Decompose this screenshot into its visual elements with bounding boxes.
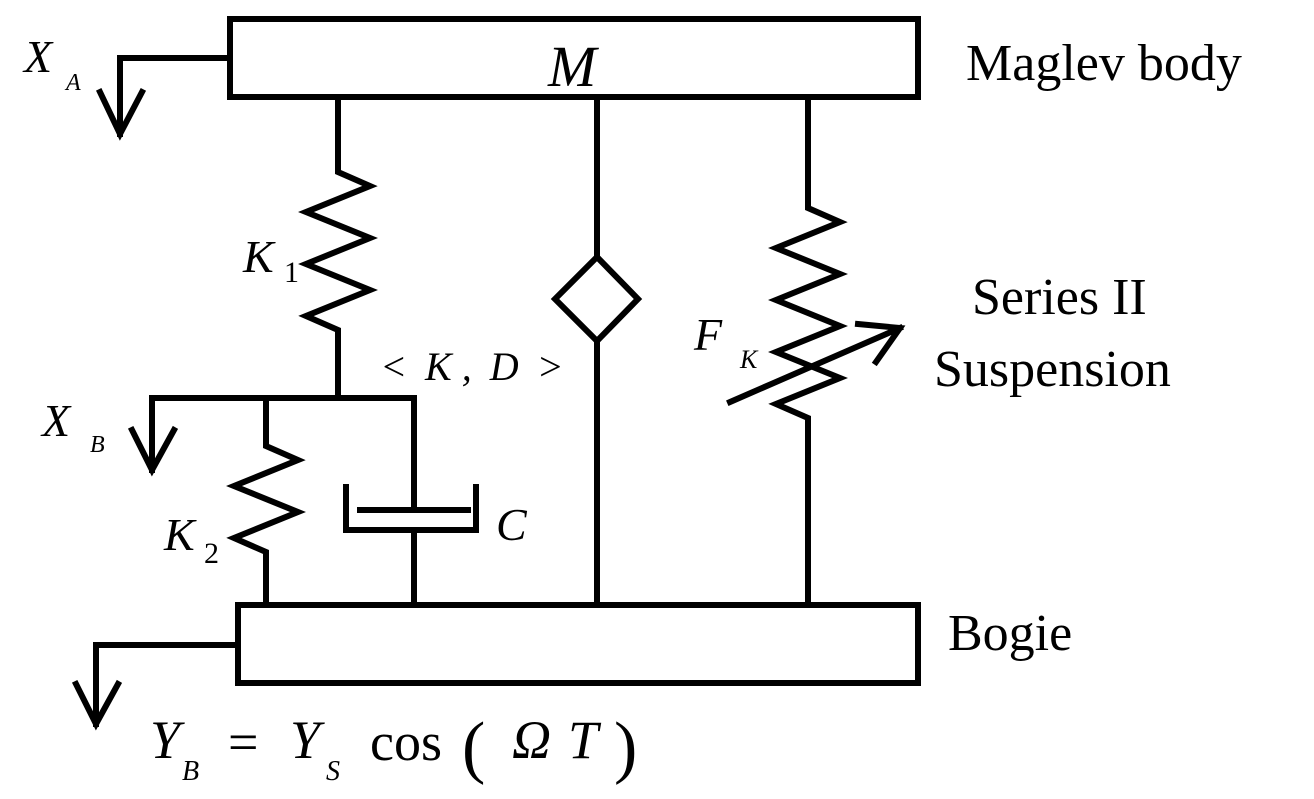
kd-comma: ,	[462, 344, 472, 389]
disp-bogie-arrow	[71, 642, 241, 731]
eq-equals: =	[228, 712, 258, 772]
damper-c-label: C	[496, 499, 528, 550]
eq-amp-subscript: S	[326, 756, 340, 787]
spring-k2-subscript: 2	[204, 537, 219, 570]
kd-gt: >	[537, 344, 564, 389]
disp-b-label: X	[40, 395, 72, 446]
spring-k1-label: K	[242, 231, 276, 282]
spring-k1-subscript: 1	[284, 256, 299, 289]
disp-b-subscript: B	[90, 432, 105, 458]
kd-label: < K , D >	[380, 344, 564, 389]
maglev-body-label: Maglev body	[966, 35, 1242, 92]
suspension-label-line2: Suspension	[934, 341, 1171, 398]
eq-time: T	[568, 710, 602, 770]
eq-lparen: (	[462, 709, 485, 786]
spring-k2-label: K	[163, 509, 197, 560]
bogie-label: Bogie	[948, 605, 1072, 662]
spring-fk	[768, 94, 848, 608]
kd-d: D	[489, 344, 519, 389]
mass-label: M	[547, 34, 599, 99]
disp-a-label: X	[22, 31, 54, 82]
suspension-label-line1: Series II	[972, 269, 1147, 326]
force-label: F	[693, 309, 723, 360]
eq-lhs: Y	[150, 710, 185, 770]
kd-lt: <	[380, 344, 407, 389]
eq-amp: Y	[290, 710, 325, 770]
kd-k: K	[424, 344, 454, 389]
force-subscript: K	[739, 345, 759, 374]
eq-func: cos	[370, 712, 442, 772]
disp-a-arrow	[96, 55, 233, 141]
bogie-block	[235, 602, 921, 686]
variable-arrow	[726, 320, 906, 406]
eq-lhs-subscript: B	[182, 756, 199, 787]
spring-k1	[298, 94, 378, 401]
eq-rparen: )	[614, 709, 637, 786]
kd-element	[550, 94, 643, 608]
eq-omega: Ω	[512, 710, 551, 770]
damper-c	[343, 395, 479, 608]
disp-a-subscript: A	[64, 70, 81, 96]
excitation-equation: Y B = Y S cos ( Ω T )	[150, 709, 637, 787]
spring-k2	[226, 395, 306, 608]
disp-b-arrow	[127, 395, 179, 477]
